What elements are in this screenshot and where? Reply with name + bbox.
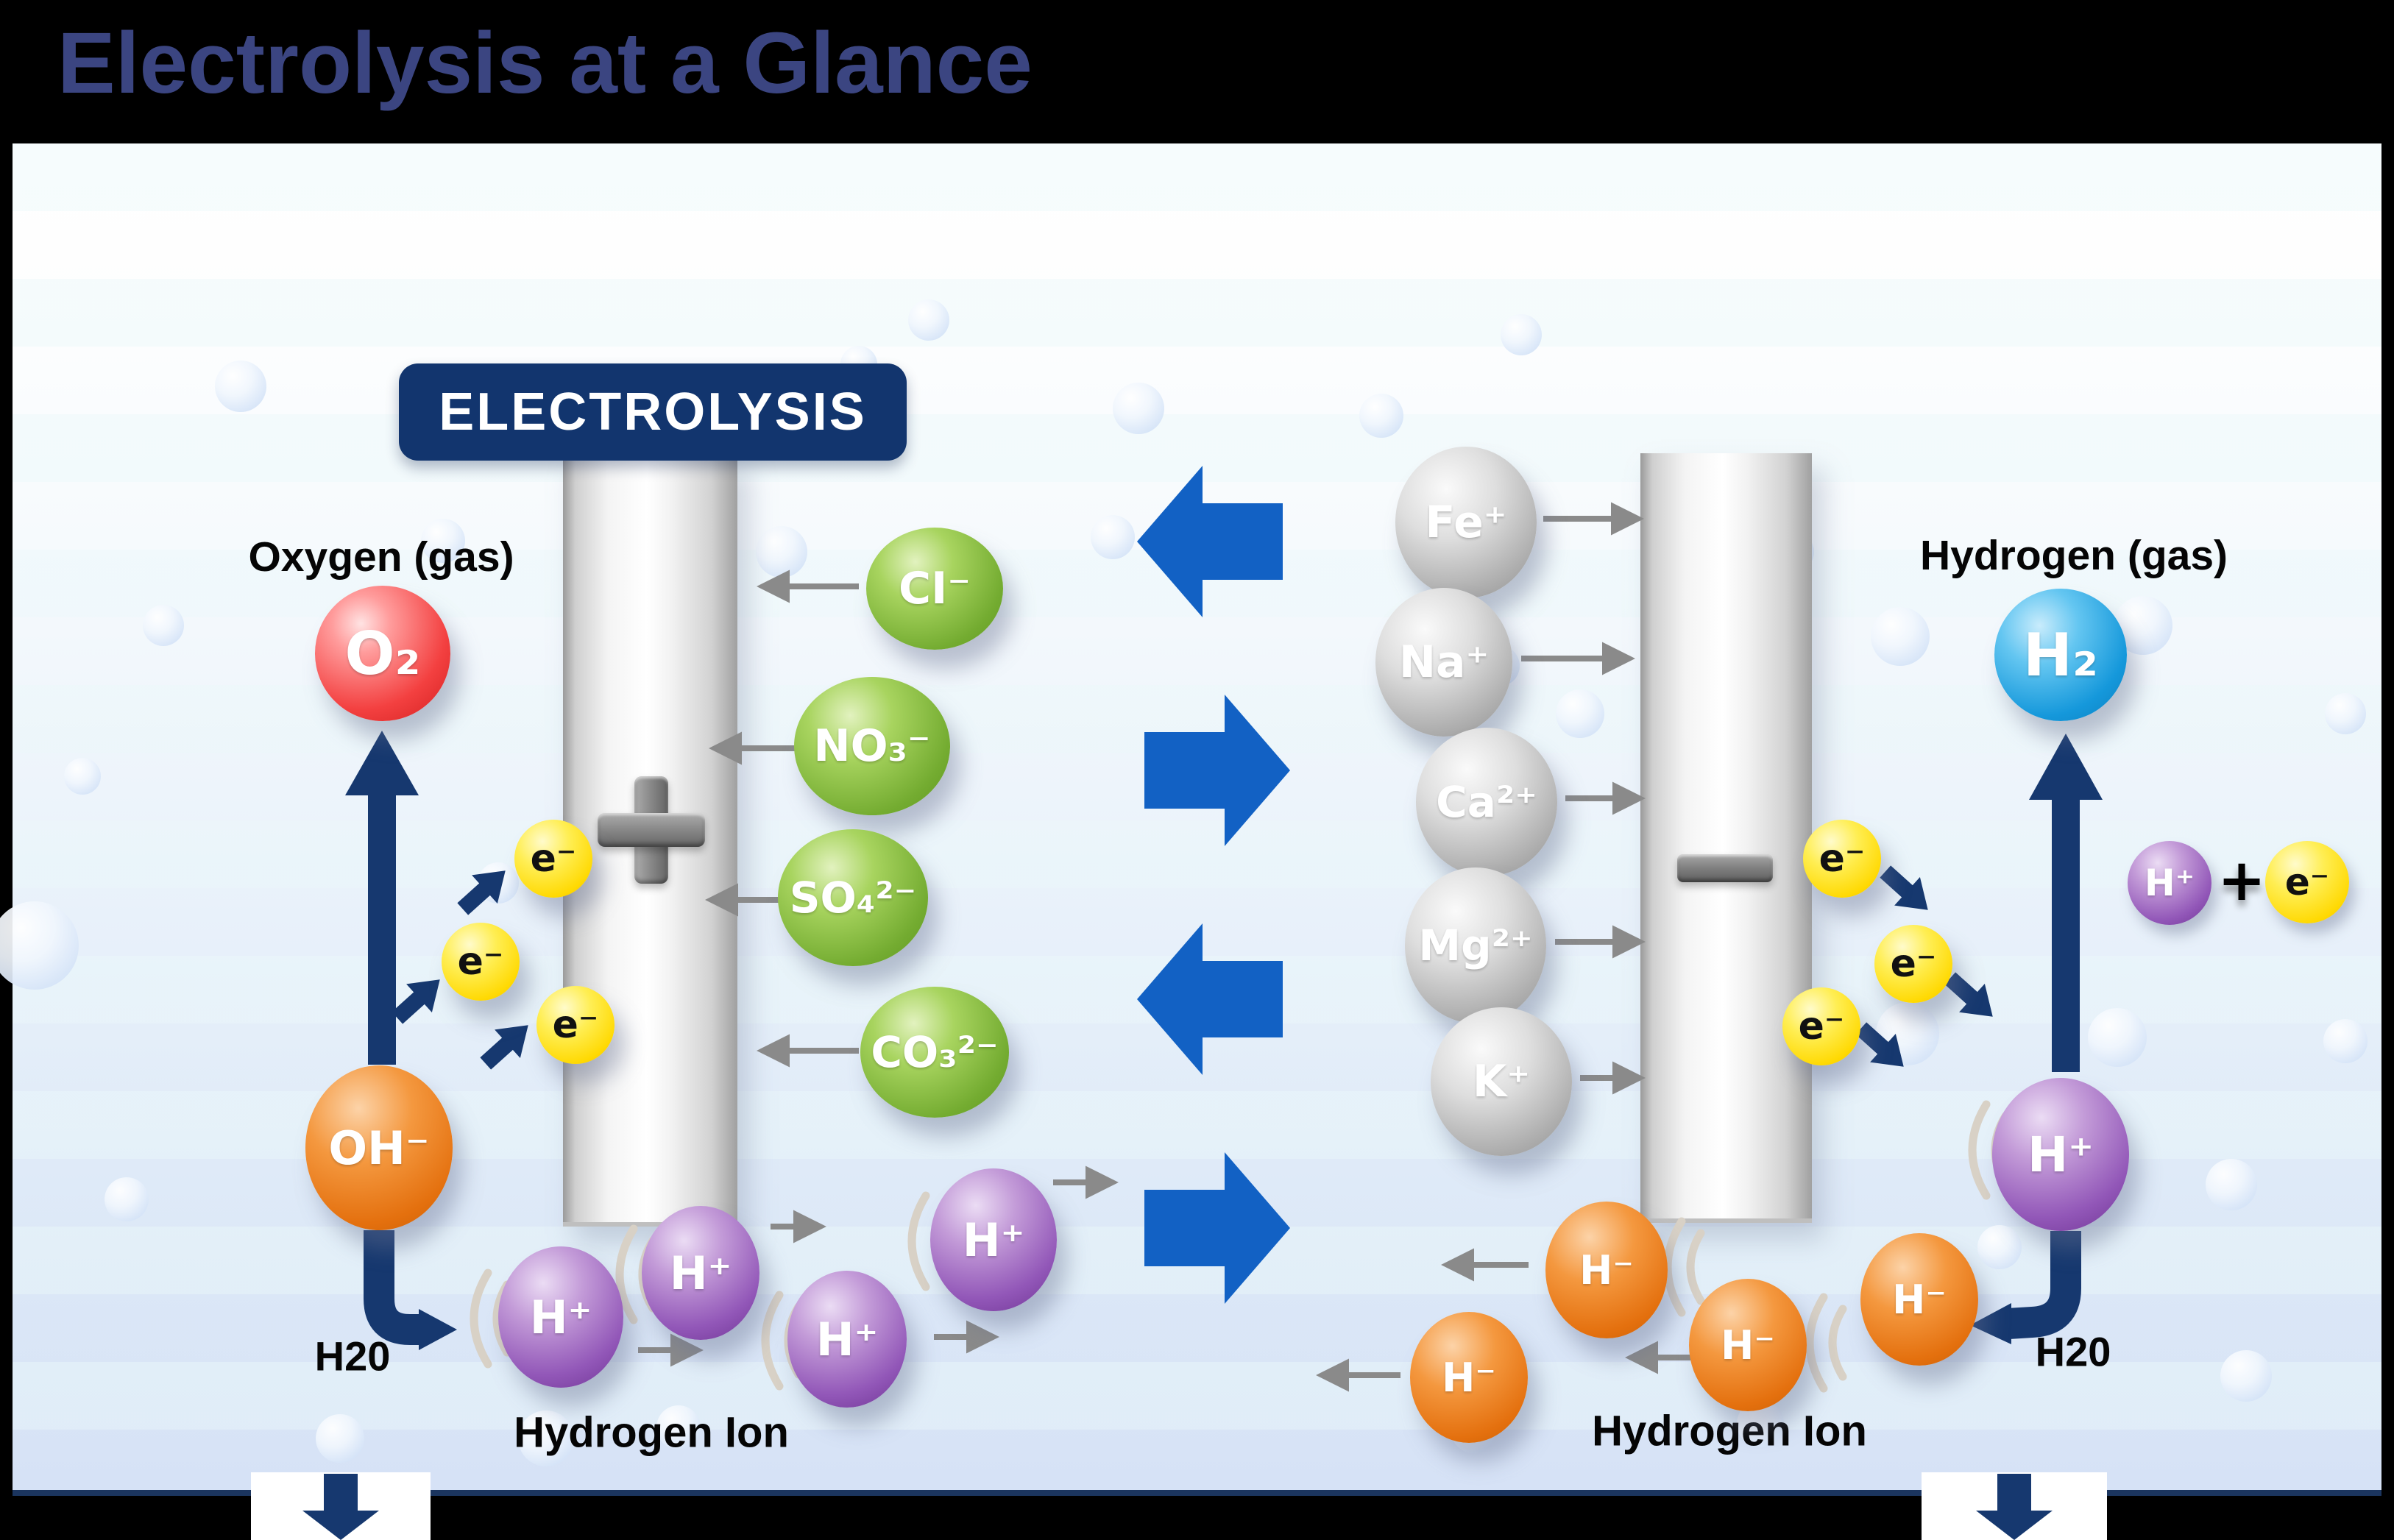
anion-ball-cl: CI⁻ (866, 528, 1003, 650)
bubble (64, 758, 101, 795)
cation-ball-ca: Ca²⁺ (1416, 728, 1557, 876)
bubble (2206, 1159, 2257, 1210)
bubble (1556, 689, 1604, 738)
down-arrows (302, 1474, 2053, 1540)
bubble (1977, 1225, 2022, 1269)
bubble (2325, 693, 2366, 734)
reaction-plus-operator: + (2217, 848, 2266, 914)
cation-ball-mg: Mg²⁺ (1405, 867, 1546, 1023)
bubble (756, 526, 807, 578)
water-label-left: H20 (314, 1333, 391, 1380)
hydroxide-ball: OH⁻ (305, 1065, 453, 1230)
bubble (0, 901, 79, 990)
bubble (1359, 394, 1403, 438)
flow-arrow-right-icon (1144, 1152, 1290, 1304)
oxygen-gas-label: Oxygen (gas) (248, 533, 514, 581)
cation-ball-na: Na⁺ (1375, 588, 1512, 737)
electron-ball: e⁻ (1803, 820, 1881, 898)
bubble (421, 519, 465, 563)
bubble (1871, 607, 1930, 666)
down-arrow-left-icon (324, 1474, 358, 1511)
bubble (143, 605, 184, 646)
cathode-electrode (1640, 453, 1812, 1223)
bubble (215, 361, 266, 412)
oxygen-molecule-ball: O₂ (315, 586, 450, 721)
minus-sign-icon (1677, 854, 1773, 882)
hydrogen-molecule-ball: H₂ (1994, 589, 2127, 721)
left-elbow-arrow-icon (364, 1230, 422, 1345)
flow-arrow-left-icon (1137, 466, 1283, 617)
hydride-ball: H⁻ (1860, 1233, 1978, 1366)
flow-arrows (1137, 466, 1290, 1304)
hydrogen-ion-ball: H⁺ (498, 1246, 623, 1388)
hydrogen-gas-label: Hydrogen (gas) (1919, 532, 2228, 579)
flow-arrow-left-icon (1137, 923, 1283, 1075)
anion-ball-no3: NO₃⁻ (794, 677, 950, 815)
hydrogen-ion-caption-left: Hydrogen Ion (514, 1408, 789, 1457)
flow-arrow-right-icon (1144, 695, 1290, 846)
water-label-right: H20 (2035, 1328, 2111, 1375)
electron-arrows (392, 865, 1993, 1070)
electron-ball: e⁻ (1782, 987, 1860, 1065)
hydride-ball: H⁻ (1689, 1279, 1807, 1411)
electron-ball: e⁻ (514, 820, 592, 898)
bubble (1091, 515, 1135, 559)
right-elbow-arrow-icon (2007, 1231, 2081, 1339)
hydrogen-ion-ball-right: H⁺ (1992, 1078, 2129, 1231)
reaction-hydrogen-ion-ball: H⁺ (2128, 841, 2211, 925)
plus-sign-icon (598, 776, 705, 884)
bubble (105, 1177, 149, 1221)
hydrogen-ion-caption-right: Hydrogen Ion (1592, 1407, 1867, 1455)
electron-ball: e⁻ (1874, 925, 1952, 1003)
hydrogen-ion-ball: H⁺ (930, 1168, 1057, 1311)
bubble (1501, 314, 1542, 355)
ion-guide-arrows-left (705, 569, 1702, 1392)
bubble (2220, 1350, 2272, 1402)
anion-ball-co3: CO₃²⁻ (860, 987, 1009, 1118)
ion-guide-arrows-right (638, 502, 1646, 1367)
diagram-canvas: ELECTROLYSIS Oxygen (gas) Hydrogen (gas)… (0, 143, 2381, 1496)
hydrogen-ion-ball: H⁺ (787, 1271, 907, 1408)
bubble (908, 299, 949, 341)
electron-ball: e⁻ (442, 923, 520, 1001)
bubble (2323, 1019, 2368, 1063)
hydride-ball: H⁻ (1545, 1202, 1668, 1338)
gas-up-arrows (345, 731, 2103, 1072)
bubble (316, 1414, 364, 1463)
electrolysis-banner-label: ELECTROLYSIS (439, 383, 867, 441)
oxygen-up-arrow-icon (368, 788, 396, 1065)
electrolysis-banner: ELECTROLYSIS (399, 363, 907, 461)
hydrogen-ion-ball: H⁺ (642, 1206, 759, 1340)
cation-ball-k: K⁺ (1431, 1007, 1572, 1156)
hydrogen-up-arrow-icon (2052, 792, 2080, 1072)
bubble (1113, 383, 1164, 434)
down-arrow-right-icon (1997, 1474, 2031, 1511)
bubble (518, 1411, 574, 1466)
reaction-electron-ball: e⁻ (2265, 841, 2349, 923)
bubble (656, 1405, 701, 1449)
bubble (2088, 1008, 2147, 1067)
cation-ball-fe: Fe⁺ (1395, 447, 1537, 598)
electron-ball: e⁻ (536, 986, 615, 1064)
page-title: Electrolysis at a Glance (57, 15, 1033, 112)
hydride-ball: H⁻ (1410, 1312, 1528, 1443)
water-elbow-arrows (364, 1230, 2081, 1350)
anion-ball-so4: SO₄²⁻ (778, 829, 928, 966)
